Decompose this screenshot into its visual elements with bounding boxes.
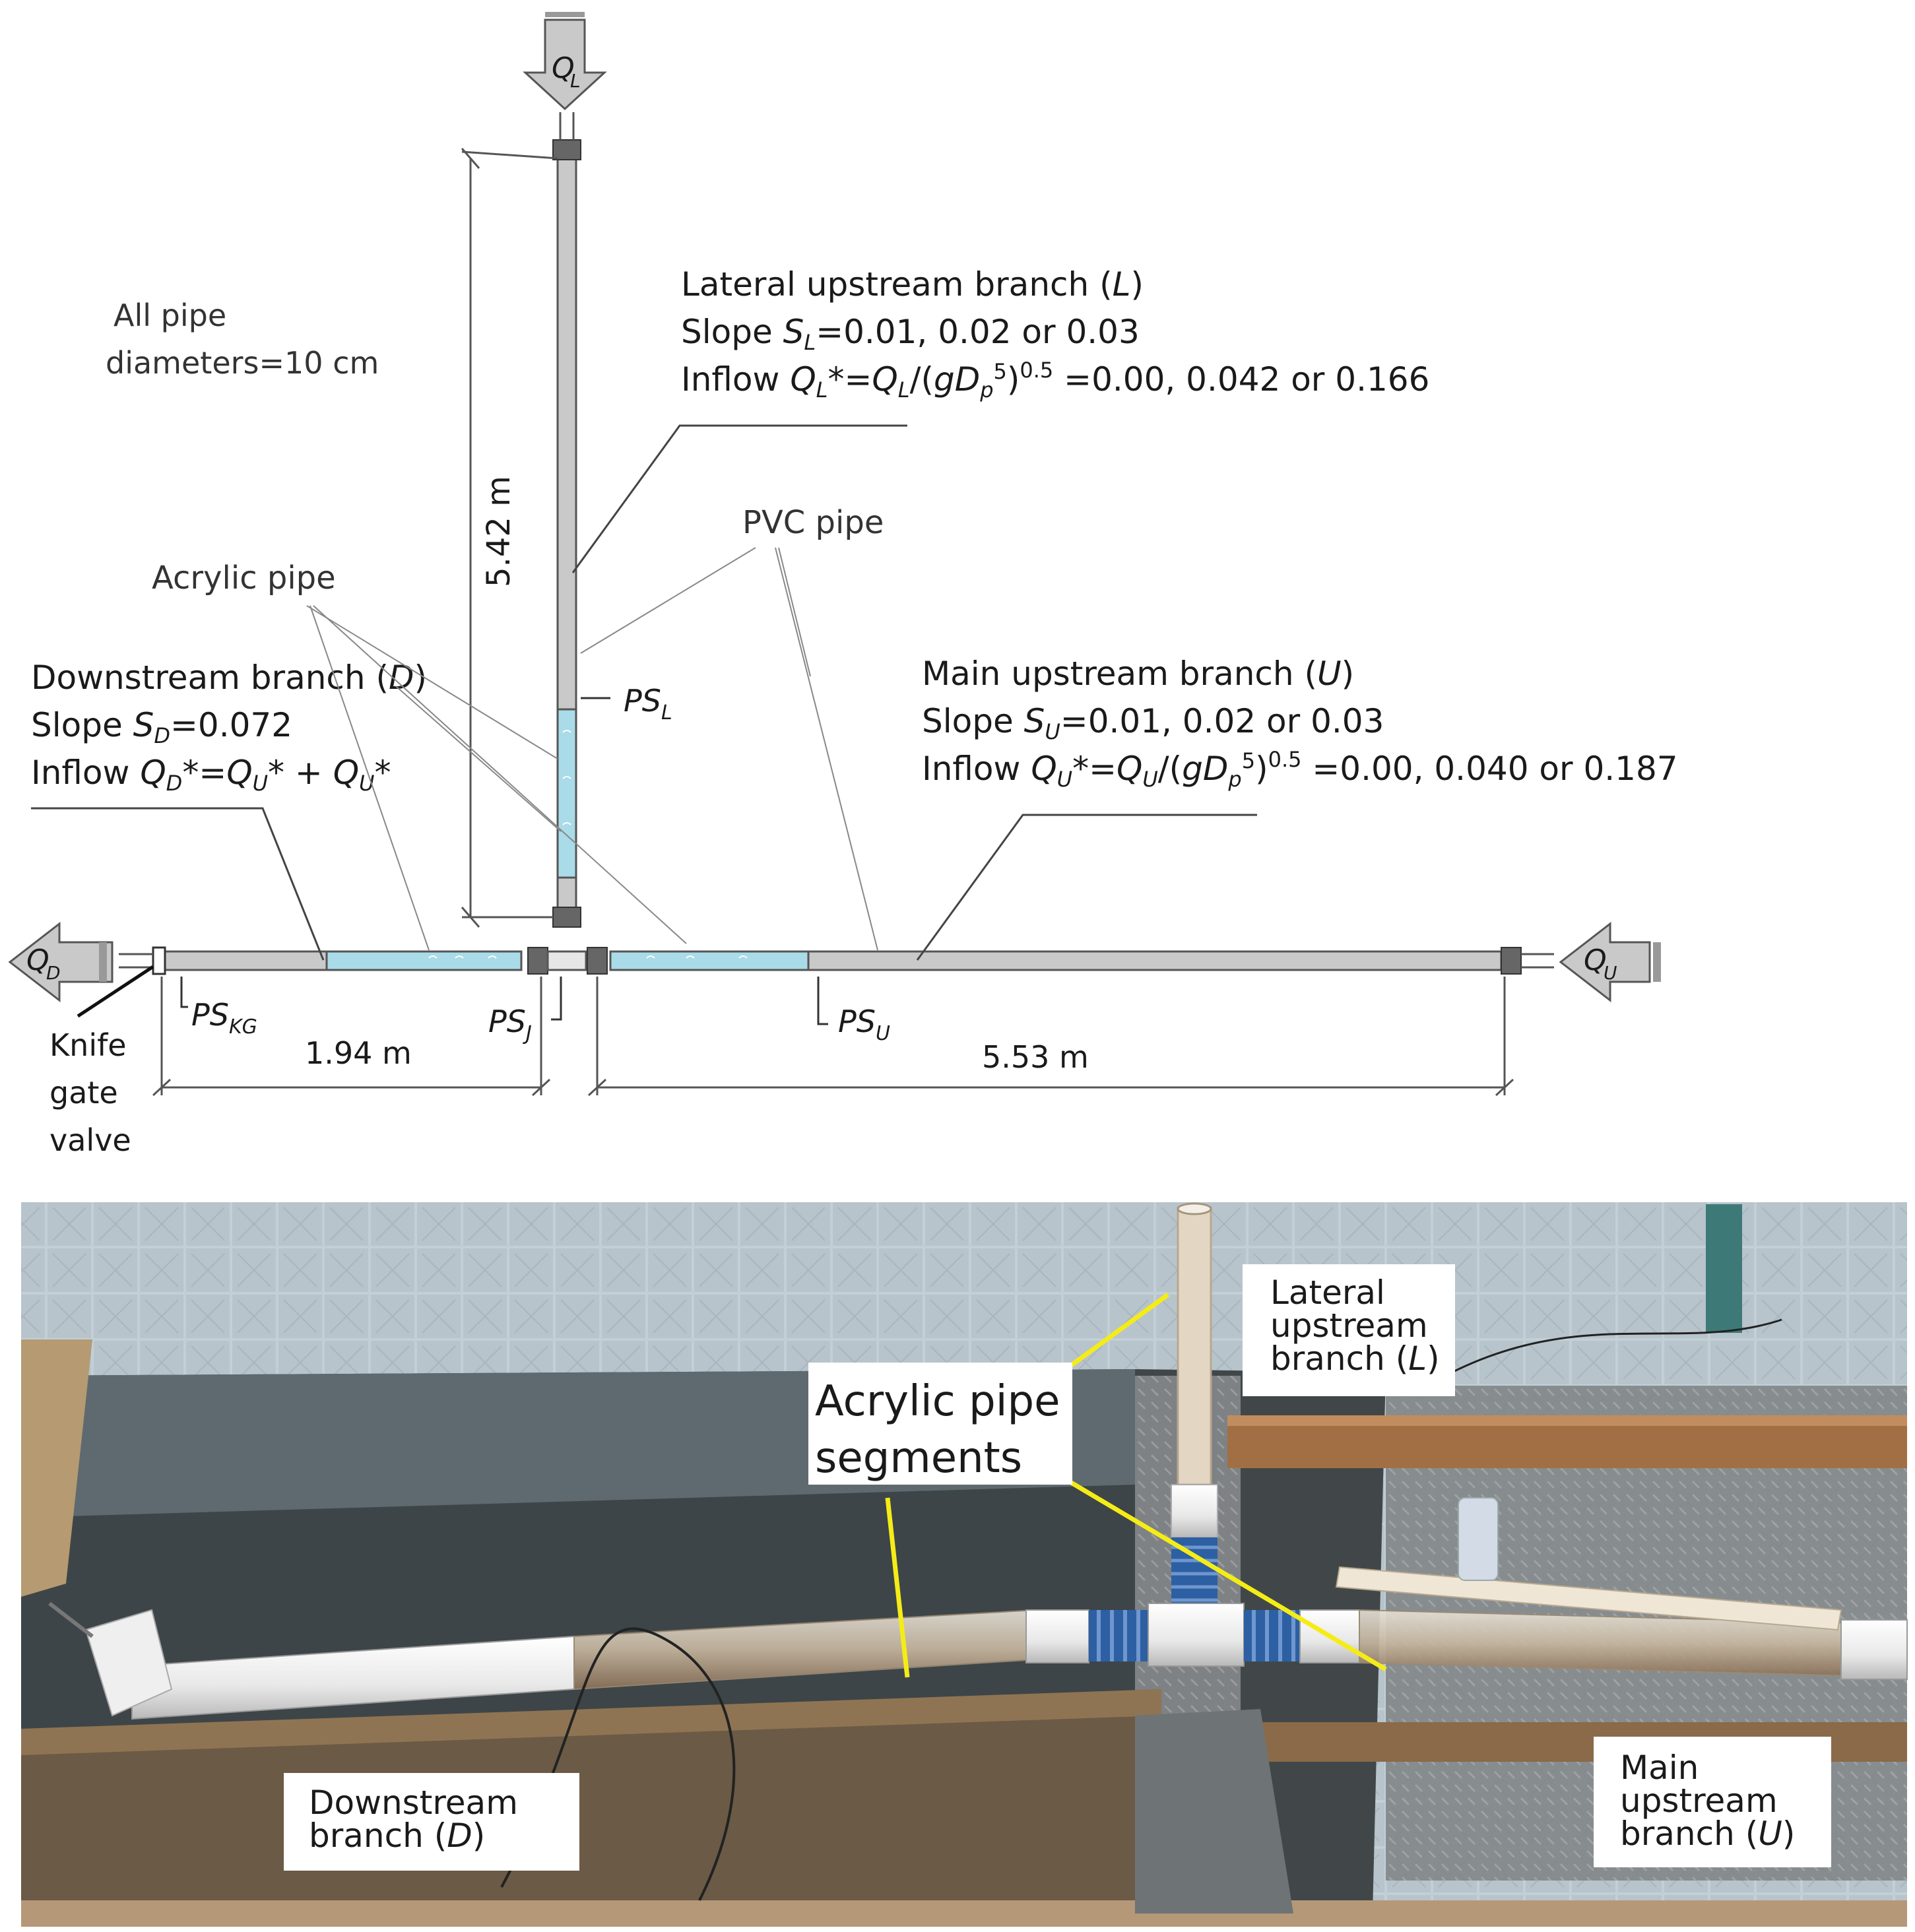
q-d-sub: D: [46, 962, 61, 984]
schematic-diagram: Q L Q D Q U 5.42 m 1.94 m 5.53 m A: [8, 12, 1678, 1158]
acrylic-pipe-label: Acrylic pipe: [152, 560, 336, 596]
acrylic-leaders: [306, 605, 687, 951]
dim-lateral-label: 5.42 m: [480, 476, 517, 587]
svg-text:PSL: PSL: [624, 683, 672, 724]
wood-beam-top: [1227, 1415, 1907, 1468]
q-u-label: Q: [1584, 944, 1607, 977]
svg-text:Inflow QL*=QL/(gDp5)0.5 =0.00,: Inflow QL*=QL/(gDp5)0.5 =0.00, 0.042 or …: [681, 358, 1429, 402]
photo-label-lateral: Lateral upstream branch (L): [1243, 1264, 1455, 1396]
svg-text:Main upstream branch (U): Main upstream branch (U): [922, 655, 1354, 693]
svg-text:Slope SL=0.01, 0.02 or 0.03: Slope SL=0.01, 0.02 or 0.03: [681, 313, 1140, 355]
horizontal-pipe: [119, 946, 1554, 975]
svg-text:PSKG: PSKG: [191, 997, 257, 1039]
photo-label-downstream: Downstream branch (D): [284, 1773, 579, 1871]
sensor-ps-j: PSJ: [488, 977, 562, 1045]
dim-main-label: 5.53 m: [982, 1039, 1089, 1075]
knife-gate-leader: [77, 965, 154, 1018]
arrow-q-l-icon: Q L: [523, 12, 607, 111]
q-u-sub: U: [1604, 962, 1617, 984]
q-l-label: Q: [552, 51, 575, 85]
wood-beam-left: [21, 1339, 92, 1597]
knife-gate-label-1: Knife: [49, 1027, 127, 1063]
leader-lines: [31, 424, 1257, 961]
dimension-downstream: [152, 977, 551, 1097]
photo-label-acrylic: Acrylic pipe segments: [808, 1363, 1072, 1485]
sensor-ps-l: PSL: [581, 683, 672, 724]
svg-text:Inflow QU*=QU/(gDp5)0.5 =0.00,: Inflow QU*=QU/(gDp5)0.5 =0.00, 0.040 or …: [922, 747, 1678, 792]
dimension-lateral: [461, 148, 558, 928]
lateral-branch-text: Lateral upstream branch (L) Slope SL=0.0…: [681, 265, 1429, 402]
svg-text:Lateral upstream branch (L): Lateral upstream branch (L): [681, 265, 1144, 304]
arrow-q-u-icon: Q U: [1559, 921, 1661, 1003]
main-branch-text: Main upstream branch (U) Slope SU=0.01, …: [922, 655, 1678, 792]
knife-gate-label-3: valve: [49, 1122, 131, 1158]
sensor-ps-kg: PSKG: [180, 977, 257, 1039]
note-line-1: All pipe: [114, 298, 226, 333]
svg-text:PSU: PSU: [838, 1004, 890, 1045]
dimension-main: [587, 977, 1514, 1097]
sensor-ps-u: PSU: [817, 977, 890, 1045]
svg-text:Inflow QD*=QU* + QU*: Inflow QD*=QU* + QU*: [31, 754, 391, 796]
pvc-pipe-label: PVC pipe: [742, 504, 884, 541]
downstream-branch-text: Downstream branch (D) Slope SD=0.072 Inf…: [31, 659, 427, 796]
q-l-sub: L: [570, 70, 581, 92]
svg-text:PSJ: PSJ: [488, 1004, 532, 1045]
arrow-q-d-icon: Q D: [8, 921, 114, 1003]
svg-text:Slope SD=0.072: Slope SD=0.072: [31, 706, 292, 748]
q-d-label: Q: [26, 944, 49, 977]
dim-downstream-label: 1.94 m: [305, 1035, 412, 1071]
svg-text:Slope SU=0.01, 0.02 or 0.03: Slope SU=0.01, 0.02 or 0.03: [922, 702, 1384, 744]
pvc-leaders: [580, 547, 878, 951]
knife-gate-label-2: gate: [49, 1075, 118, 1111]
svg-text:Downstream branch (D): Downstream branch (D): [31, 659, 427, 697]
note-line-2: diameters=10 cm: [106, 345, 379, 381]
photo-label-main: Main upstream branch (U): [1594, 1737, 1831, 1867]
lateral-pipe: [552, 112, 581, 928]
